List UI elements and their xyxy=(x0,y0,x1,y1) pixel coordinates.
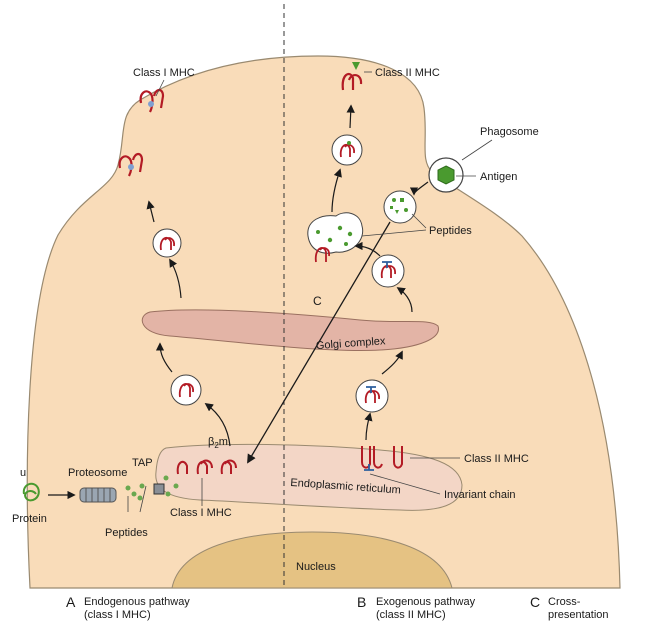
nucleus-shape xyxy=(171,531,453,589)
antigen-shape xyxy=(437,165,455,185)
cross-presentation-c-label: C xyxy=(313,294,322,308)
peptides-right-label: Peptides xyxy=(429,225,472,237)
peptides-left-dots xyxy=(125,475,179,501)
fused-vesicle-peptides xyxy=(316,225,353,246)
u-label: u xyxy=(20,467,26,479)
tap-shape xyxy=(153,483,165,495)
invariant-chain-mark xyxy=(382,261,392,268)
arrow xyxy=(364,412,373,441)
antigen-label: Antigen xyxy=(480,171,517,183)
class2-mhc-er xyxy=(361,446,403,469)
vesicle-mhc xyxy=(314,247,330,263)
class1-mhc-top-label: Class I MHC xyxy=(133,67,195,79)
caption-a-line2: (class I MHC) xyxy=(84,609,151,621)
golgi-shape xyxy=(141,309,439,351)
class1-mhc-surface xyxy=(118,88,165,177)
class2-peptide xyxy=(352,62,360,70)
cross-presentation-arrow xyxy=(247,221,391,464)
arrow xyxy=(331,168,342,213)
golgi-label: Golgi complex xyxy=(315,335,386,352)
class1-mhc-bottom-label: Class I MHC xyxy=(170,507,232,519)
caption-b-line2: (class II MHC) xyxy=(376,609,446,621)
proteosome-label: Proteosome xyxy=(68,467,127,479)
caption-a-letter: A xyxy=(66,594,76,610)
vesicle xyxy=(152,228,182,258)
vesicle xyxy=(331,134,363,166)
class1-peptide-dot xyxy=(148,101,154,107)
class1-peptide-dot xyxy=(128,164,134,170)
leader-lines xyxy=(127,71,493,513)
arrow xyxy=(204,403,231,447)
phagosome-label: Phagosome xyxy=(480,126,539,138)
peptide-vesicle xyxy=(383,190,417,224)
protein-shape xyxy=(22,482,40,502)
caption-b-letter: B xyxy=(357,594,366,610)
caption-c-line1: Cross- xyxy=(548,596,581,608)
caption-c-letter: C xyxy=(530,594,540,610)
peptide-dot xyxy=(347,141,351,145)
beta2m-label: β2m xyxy=(208,436,228,450)
vesicle xyxy=(355,379,389,413)
arrow xyxy=(346,104,355,129)
arrow xyxy=(396,287,413,313)
vesicle xyxy=(371,254,405,288)
peptides-left-label: Peptides xyxy=(105,527,148,539)
proteosome-shape xyxy=(79,487,117,503)
tap-label: TAP xyxy=(132,457,153,469)
arrow xyxy=(409,181,429,196)
class2-mhc-top-label: Class II MHC xyxy=(375,67,440,79)
vesicle-mhc xyxy=(339,143,355,158)
class1-mhc-er xyxy=(176,459,237,475)
vesicle xyxy=(170,374,202,406)
vesicle-mhc xyxy=(159,236,175,251)
class2-mhc-er-label: Class II MHC xyxy=(464,453,529,465)
arrow xyxy=(354,241,381,257)
arrow xyxy=(169,258,182,299)
arrow xyxy=(381,350,403,375)
caption-c-line2: presentation xyxy=(548,609,609,621)
arrow xyxy=(155,342,173,373)
peptide-vesicle-contents xyxy=(390,198,408,214)
invariant-chain-er xyxy=(364,464,374,471)
caption-a-line1: Endogenous pathway xyxy=(84,596,190,608)
arrow xyxy=(146,200,155,223)
nucleus-label: Nucleus xyxy=(296,561,336,573)
vesicle-mhc xyxy=(178,383,194,398)
invariant-chain-mark xyxy=(366,386,376,393)
fused-vesicle xyxy=(307,212,364,254)
caption-b-line1: Exogenous pathway xyxy=(376,596,476,608)
invariant-chain-label: Invariant chain xyxy=(444,489,516,501)
class2-mhc-surface xyxy=(341,72,363,91)
protein-label: Protein xyxy=(12,513,47,525)
